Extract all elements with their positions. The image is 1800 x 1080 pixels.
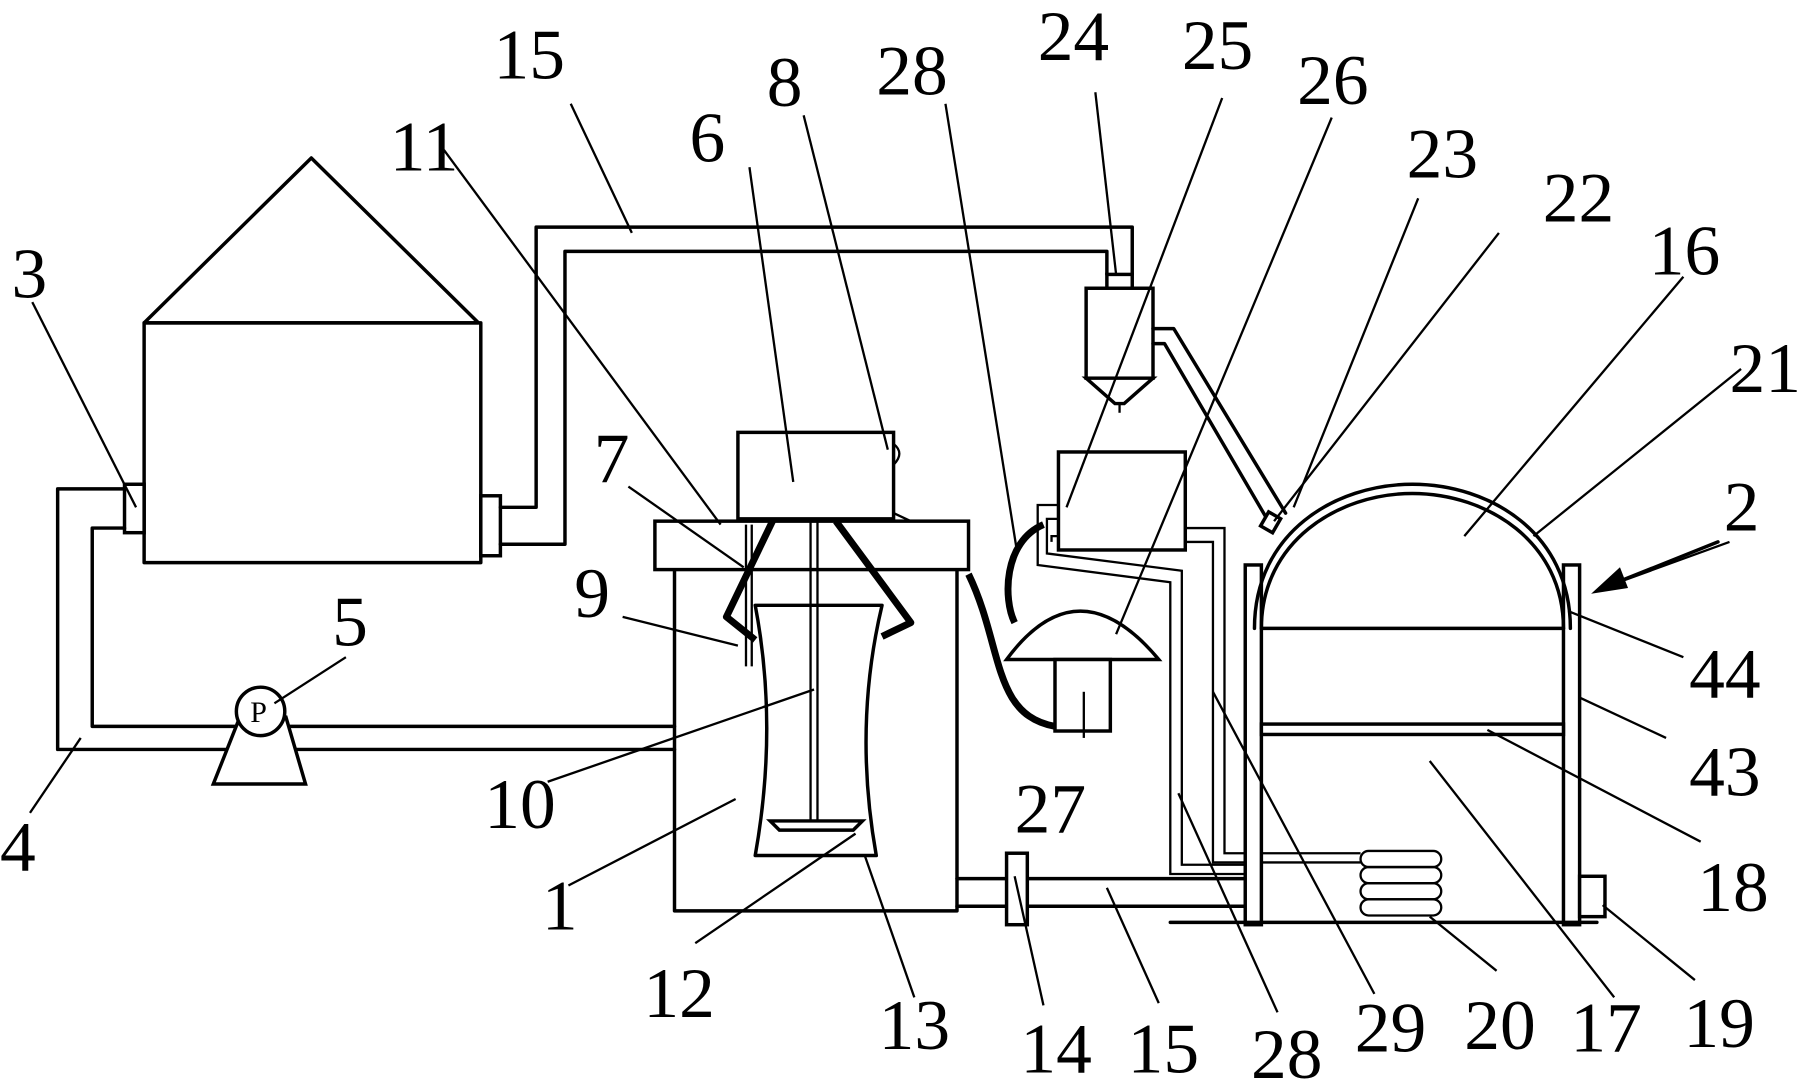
label-3: 3 bbox=[12, 234, 48, 313]
wall-left bbox=[1243, 563, 1264, 927]
duct-23 bbox=[1151, 326, 1288, 536]
label-19: 19 bbox=[1683, 984, 1754, 1063]
label-13: 13 bbox=[879, 986, 950, 1065]
pipe-4 bbox=[55, 487, 677, 752]
label-12: 12 bbox=[643, 954, 714, 1033]
label-5: 5 bbox=[332, 583, 368, 662]
label-6: 6 bbox=[689, 98, 725, 177]
coil-20 bbox=[1359, 849, 1443, 917]
pump-symbol: P bbox=[250, 696, 267, 729]
label-26: 26 bbox=[1297, 41, 1368, 120]
mixer-lid-7 bbox=[653, 519, 971, 572]
plate-18 bbox=[1259, 722, 1566, 737]
pipe-15-upper bbox=[498, 225, 1134, 546]
label-2: 2 bbox=[1724, 467, 1760, 546]
label-24: 24 bbox=[1038, 0, 1109, 76]
label-15-bottom: 15 bbox=[1128, 1009, 1199, 1080]
mixer-assembly bbox=[653, 430, 971, 913]
pump-5: P bbox=[210, 685, 308, 786]
label-8: 8 bbox=[767, 43, 803, 122]
tank-outlet-right bbox=[479, 494, 503, 558]
label-15-top: 15 bbox=[493, 15, 564, 94]
wall-43 bbox=[1561, 563, 1582, 927]
label-43: 43 bbox=[1689, 733, 1760, 812]
motor-6 bbox=[736, 430, 896, 521]
label-4: 4 bbox=[0, 808, 36, 887]
outlet-19 bbox=[1577, 874, 1607, 919]
label-20: 20 bbox=[1464, 986, 1535, 1065]
hose-upper bbox=[1004, 521, 1046, 625]
label-9: 9 bbox=[574, 554, 610, 633]
leader-lines bbox=[29, 92, 1742, 1013]
label-21: 21 bbox=[1730, 329, 1800, 408]
label-16: 16 bbox=[1649, 211, 1720, 290]
label-23: 23 bbox=[1407, 115, 1478, 194]
label-11: 11 bbox=[390, 108, 459, 187]
paddle-12 bbox=[766, 819, 867, 832]
label-22: 22 bbox=[1543, 158, 1614, 237]
label-1: 1 bbox=[542, 866, 578, 945]
label-25: 25 bbox=[1182, 6, 1253, 85]
feeder-24 bbox=[1081, 272, 1158, 413]
label-17: 17 bbox=[1570, 989, 1641, 1068]
hood-26 bbox=[1003, 609, 1163, 662]
part-8 bbox=[892, 443, 901, 466]
arrow-2 bbox=[1591, 540, 1720, 594]
pipes-28-29 bbox=[1036, 503, 1361, 876]
label-44: 44 bbox=[1689, 635, 1760, 714]
label-28-bottom: 28 bbox=[1251, 1015, 1322, 1080]
label-10: 10 bbox=[484, 765, 555, 844]
label-7: 7 bbox=[594, 419, 630, 498]
label-18: 18 bbox=[1697, 848, 1768, 927]
dome-shell-21 bbox=[1252, 482, 1573, 631]
digester-2 bbox=[1168, 482, 1607, 927]
stirrer-frame-right bbox=[833, 519, 915, 640]
hose-lower bbox=[965, 572, 1056, 730]
box-25 bbox=[1056, 450, 1188, 552]
valve-22 bbox=[1258, 509, 1283, 536]
label-29: 29 bbox=[1355, 989, 1426, 1068]
dome-16 bbox=[1259, 491, 1566, 631]
label-14: 14 bbox=[1020, 1009, 1091, 1080]
container-10 bbox=[753, 603, 884, 858]
label-27: 27 bbox=[1015, 769, 1086, 848]
label-28-top: 28 bbox=[876, 32, 947, 111]
storage-tank bbox=[122, 156, 503, 565]
